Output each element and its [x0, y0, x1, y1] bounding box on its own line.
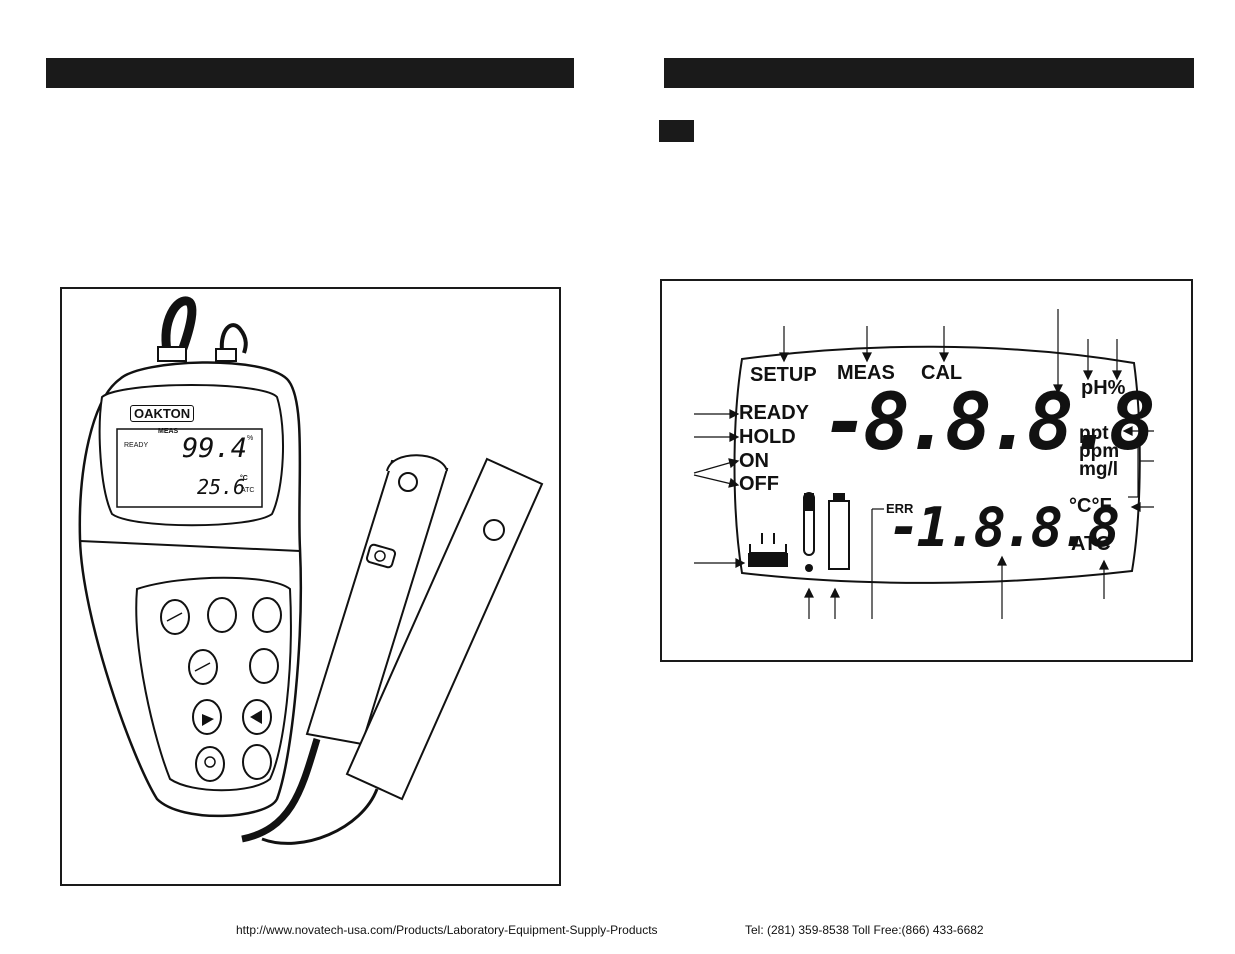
meter-lcd-temp-unit: °C	[240, 475, 248, 482]
meter-lcd-atc: ATC	[241, 487, 255, 494]
lcd-label-meas: MEAS	[837, 362, 895, 384]
meter-brand-logo: OAKTON	[130, 405, 195, 422]
meter-lcd-primary-unit: %	[247, 435, 254, 442]
lcd-label-atc: ATC	[1071, 533, 1111, 555]
lcd-primary-segments: -8.8.8.8	[822, 378, 1156, 468]
lcd-label-temp-units: °C°F	[1069, 495, 1112, 517]
section-marker-box	[659, 120, 694, 142]
lcd-label-mgl: mg/l	[1079, 459, 1119, 480]
lcd-label-err: ERR	[886, 501, 914, 516]
lcd-label-ppt: ppt	[1079, 423, 1109, 444]
meter-lcd-primary-value: 99.4	[182, 433, 248, 464]
footer-url[interactable]: http://www.novatech-usa.com/Products/Lab…	[236, 923, 658, 937]
lcd-label-on: ON	[739, 450, 769, 472]
lcd-diagram-frame: SETUP MEAS CAL pH% READY HOLD ON OFF ppt…	[660, 279, 1193, 662]
lcd-label-hold: HOLD	[739, 426, 796, 448]
lcd-label-ph-percent: pH%	[1081, 377, 1126, 399]
lcd-label-off: OFF	[739, 473, 779, 495]
lcd-label-ppm: ppm	[1079, 441, 1120, 462]
lcd-diagram-drawing	[693, 309, 1154, 619]
lcd-label-ready: READY	[739, 402, 810, 424]
lcd-label-cal: CAL	[921, 362, 963, 384]
meter-illustration-frame: OAKTON MEAS READY 99.4 % 25.6 °C ATC	[60, 287, 561, 886]
lcd-label-setup: SETUP	[750, 364, 817, 386]
meter-lcd-secondary-value: 25.6	[197, 475, 246, 499]
meter-lcd-mode: MEAS	[158, 428, 179, 435]
left-header-bar	[46, 58, 574, 88]
right-header-bar	[664, 58, 1194, 88]
footer-phone: Tel: (281) 359-8538 Toll Free:(866) 433-…	[745, 923, 984, 937]
meter-lcd-status: READY	[124, 442, 149, 449]
lcd-secondary-segments: -1.8.8.8	[888, 496, 1120, 559]
meter-drawing	[78, 296, 544, 845]
